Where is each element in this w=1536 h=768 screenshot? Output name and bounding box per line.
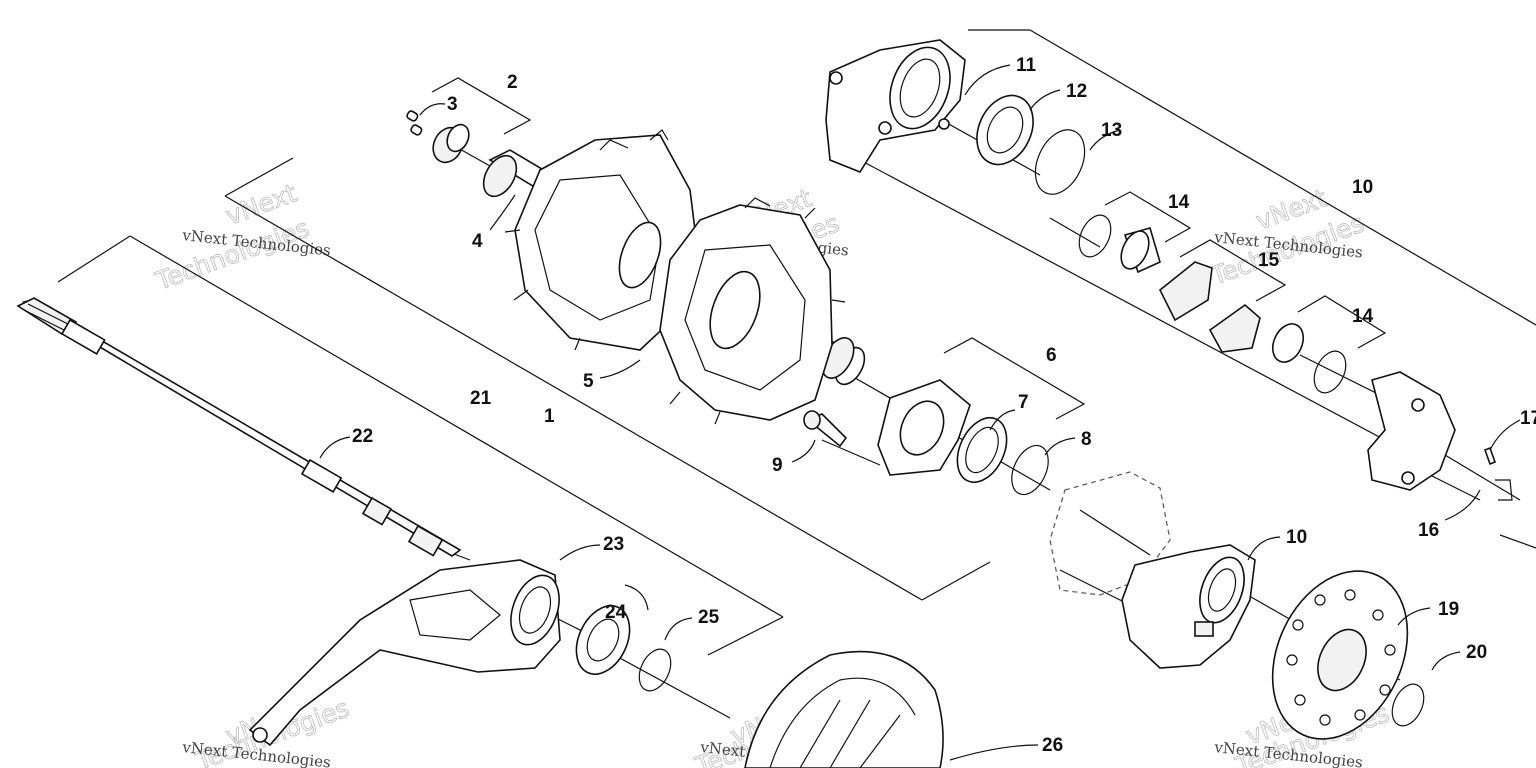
assembly-brackets [57, 29, 1536, 656]
bearing-lower [575, 605, 672, 692]
callout-14-upper: 14 [1168, 192, 1190, 213]
brake-disc [1271, 570, 1409, 740]
brake-pads [1158, 261, 1261, 353]
callout-13: 13 [1101, 120, 1122, 141]
callout-23: 23 [603, 534, 624, 555]
caliper-bottom [1121, 544, 1256, 669]
callout-12: 12 [1066, 81, 1087, 102]
callout-19: 19 [1438, 599, 1459, 620]
callout-7: 7 [1018, 392, 1029, 413]
callout-4: 4 [472, 231, 483, 252]
callout-6: 6 [1046, 345, 1057, 366]
idler-wheel [744, 650, 944, 768]
swing-arm [248, 559, 561, 747]
callout-2: 2 [507, 72, 518, 93]
sprocket-left [504, 129, 701, 351]
callout-17: 17 [1520, 408, 1536, 429]
callout-20: 20 [1466, 642, 1487, 663]
caliper-top [825, 39, 966, 173]
callout-9: 9 [772, 455, 783, 476]
leader-lines [319, 64, 1521, 761]
callout-24: 24 [605, 602, 627, 623]
callout-5: 5 [583, 371, 594, 392]
callout-21: 21 [470, 388, 492, 409]
flange-bearing-group [803, 379, 1049, 496]
bushing-rings [1078, 214, 1347, 394]
callout-22: 22 [352, 426, 373, 447]
callout-15: 15 [1258, 250, 1280, 271]
callout-10-top: 10 [1352, 177, 1373, 198]
callout-25: 25 [698, 607, 720, 628]
callout-14-lower: 14 [1352, 306, 1374, 327]
caliper-right [1367, 371, 1536, 549]
callout-10-bottom: 10 [1286, 527, 1307, 548]
callout-16: 16 [1418, 520, 1439, 541]
callout-8: 8 [1081, 429, 1092, 450]
snap-ring [1391, 683, 1425, 727]
callout-1: 1 [544, 406, 555, 427]
bearing-top [976, 94, 1086, 195]
seal-parts [406, 110, 470, 164]
callout-26: 26 [1042, 735, 1063, 756]
callout-11: 11 [1016, 55, 1037, 76]
callout-labels: 2 3 4 5 1 21 22 23 24 25 26 6 7 8 9 11 1… [352, 55, 1536, 756]
callout-3: 3 [447, 94, 458, 115]
sprocket-right [659, 197, 846, 425]
shaft-assembly [16, 297, 462, 557]
